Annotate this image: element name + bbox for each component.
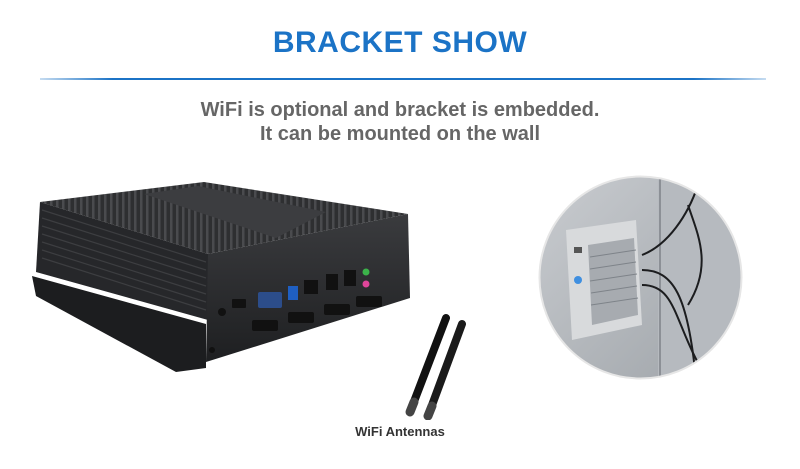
wifi-antennas-image (405, 314, 466, 420)
page-title: BRACKET SHOW (272, 26, 528, 59)
wifi-antennas-label: WiFi Antennas (355, 424, 445, 439)
mini-pc-image (32, 182, 410, 372)
wall-mount-photo (538, 175, 743, 380)
description-line-2: It can be mounted on the wall (259, 123, 541, 145)
description-line-1: WiFi is optional and bracket is embedded… (200, 99, 600, 121)
title-divider (40, 78, 766, 80)
